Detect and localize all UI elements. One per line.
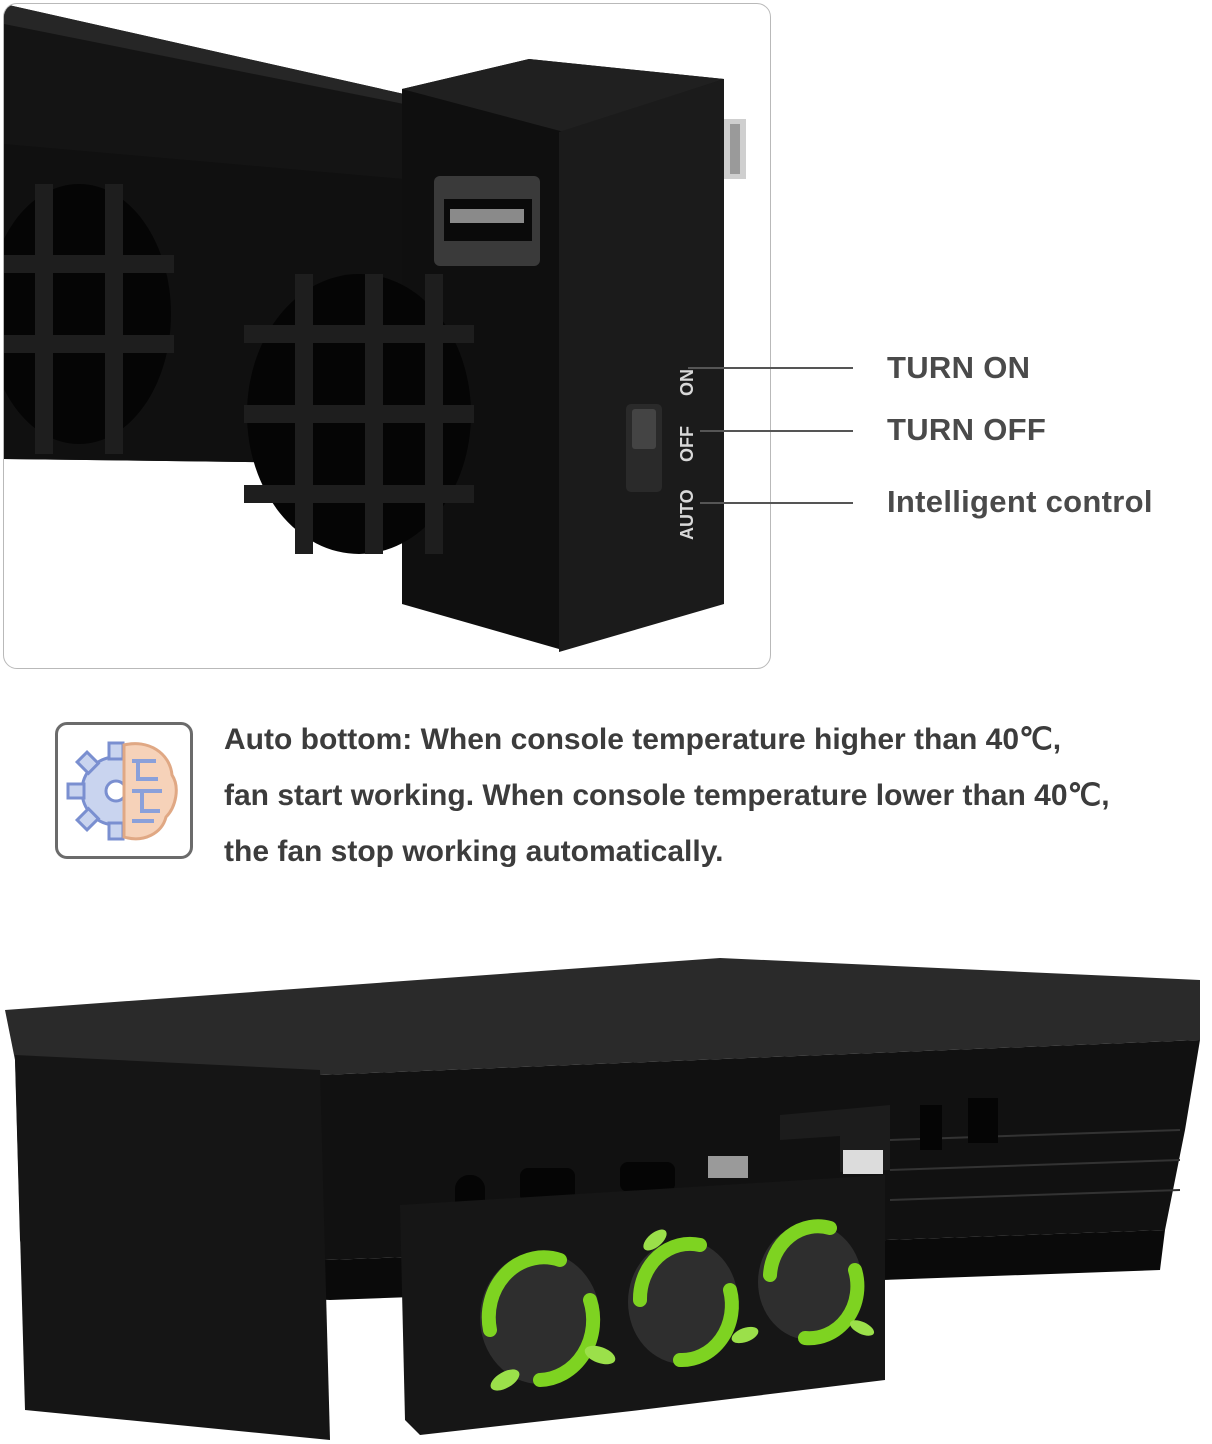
callout-turn-off: TURN OFF [887,412,1047,447]
fan-closeup-illustration: ON OFF AUTO [4,4,746,652]
description-line-2: fan start working. When console temperat… [224,779,1110,812]
gear-brain-icon [55,722,193,859]
switch-label-off: OFF [677,426,697,462]
fan-2-icon [244,274,474,554]
auto-mode-description: Auto bottom: When console temperature hi… [224,712,1209,880]
callout-turn-on: TURN ON [887,350,1031,385]
switch-label-auto: AUTO [677,489,697,540]
console-usb-port-icon [708,1156,748,1178]
callout-intelligent-control: Intelligent control [887,484,1153,519]
fan-closeup-panel: ON OFF AUTO [3,3,771,669]
console-top [5,958,1200,1075]
switch-label-on: ON [677,369,697,396]
description-line-3: the fan stop working automatically. [224,835,724,868]
airflow-arrows-icon [481,1219,865,1387]
fan-1-icon [4,184,174,454]
description-line-1: Auto bottom: When console temperature hi… [224,723,1062,756]
console-with-fan-illustration [5,958,1200,1440]
